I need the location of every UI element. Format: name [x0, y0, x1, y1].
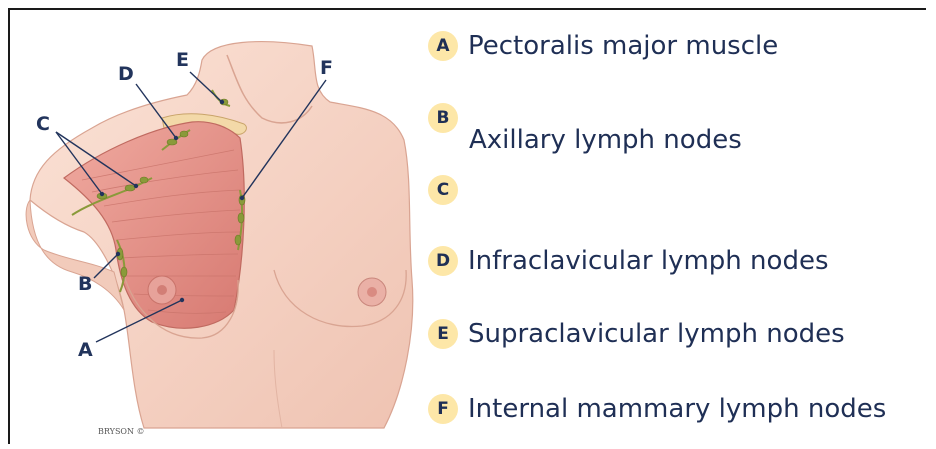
legend-text-b: Axillary lymph nodes	[469, 125, 742, 155]
legend-badge-c: C	[428, 175, 458, 205]
legend: A Pectoralis major muscle B Axillary lym…	[428, 0, 936, 449]
legend-item-a: A Pectoralis major muscle	[428, 31, 778, 61]
label-c: C	[36, 113, 50, 135]
legend-text-a: Pectoralis major muscle	[468, 31, 778, 61]
legend-item-e: E Supraclavicular lymph nodes	[428, 319, 845, 349]
left-nipple	[157, 285, 167, 295]
legend-item-b: B Axillary lymph nodes	[428, 103, 458, 133]
illustrator-credit: BRYSON ©	[98, 427, 145, 436]
legend-badge-f: F	[428, 394, 458, 424]
legend-badge-a: A	[428, 31, 458, 61]
legend-text-d: Infraclavicular lymph nodes	[468, 246, 828, 276]
label-b: B	[78, 273, 92, 295]
label-d: D	[118, 63, 134, 85]
right-nipple	[367, 287, 377, 297]
label-f: F	[320, 57, 333, 79]
legend-badge-d: D	[428, 246, 458, 276]
legend-text-f: Internal mammary lymph nodes	[468, 394, 886, 424]
legend-item-f: F Internal mammary lymph nodes	[428, 394, 886, 424]
anatomy-illustration: A B C D E F BRYSON ©	[12, 10, 432, 442]
legend-text-e: Supraclavicular lymph nodes	[468, 319, 845, 349]
label-e: E	[176, 49, 189, 71]
label-a: A	[78, 339, 93, 361]
legend-badge-b: B	[428, 103, 458, 133]
legend-item-d: D Infraclavicular lymph nodes	[428, 246, 828, 276]
legend-item-c: C	[428, 175, 468, 205]
legend-badge-e: E	[428, 319, 458, 349]
chest-diagram: A B C D E F BRYSON ©	[12, 10, 432, 442]
